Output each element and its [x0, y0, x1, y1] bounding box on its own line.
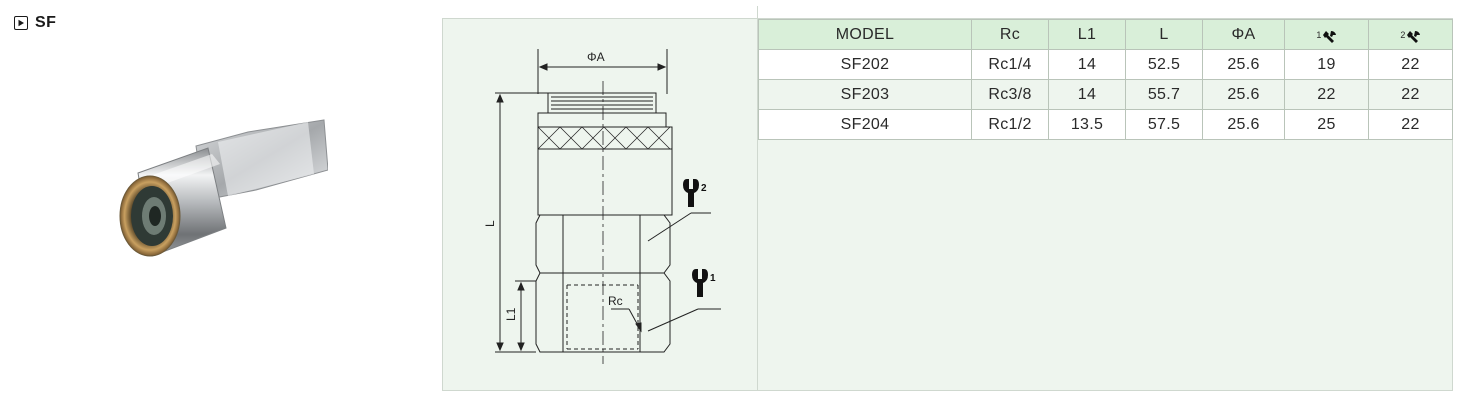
play-square-icon [14, 16, 28, 30]
table-header-row: MODEL Rc L1 L ΦA 1 2 [758, 19, 1453, 50]
cell-wrench-2: 22 [1368, 49, 1453, 80]
cell-phi-a: 25.6 [1202, 109, 1285, 140]
cell-wrench-1: 19 [1284, 49, 1369, 80]
cell-l1: 14 [1048, 49, 1126, 80]
dim-rc-label: Rc [608, 294, 623, 308]
header-wrench-1: 1 [1284, 19, 1369, 50]
table-row: SF203 Rc3/8 14 55.7 25.6 22 22 [758, 79, 1453, 110]
wrench-icon [1406, 31, 1420, 43]
header-l1: L1 [1048, 19, 1126, 50]
cell-rc: Rc1/2 [971, 109, 1049, 140]
cell-wrench-2: 22 [1368, 109, 1453, 140]
cell-l1: 13.5 [1048, 109, 1126, 140]
dim-l-label: L [483, 220, 497, 227]
cell-rc: Rc3/8 [971, 79, 1049, 110]
header-rc: Rc [971, 19, 1049, 50]
table-row: SF202 Rc1/4 14 52.5 25.6 19 22 [758, 49, 1453, 80]
dim-phi-a-label: ΦA [587, 50, 605, 64]
dim-l1-label: L1 [504, 307, 518, 321]
product-code: SF [35, 14, 57, 31]
header-l: L [1125, 19, 1203, 50]
cell-model: SF203 [758, 79, 972, 110]
wrench-2-index: 2 [701, 183, 707, 194]
product-photo [119, 119, 328, 257]
table-row: SF204 Rc1/2 13.5 57.5 25.6 25 22 [758, 109, 1453, 140]
cell-l: 52.5 [1125, 49, 1203, 80]
wrench-1-index: 1 [710, 273, 716, 284]
cell-l: 55.7 [1125, 79, 1203, 110]
cell-rc: Rc1/4 [971, 49, 1049, 80]
wrench-icon [1322, 31, 1336, 43]
header-model: MODEL [758, 19, 972, 50]
header-wrench-2-index: 2 [1400, 30, 1406, 40]
cell-wrench-1: 25 [1284, 109, 1369, 140]
cell-model: SF202 [758, 49, 972, 80]
cell-model: SF204 [758, 109, 972, 140]
cell-l1: 14 [1048, 79, 1126, 110]
cell-phi-a: 25.6 [1202, 49, 1285, 80]
cell-wrench-2: 22 [1368, 79, 1453, 110]
spec-table: MODEL Rc L1 L ΦA 1 2 [758, 19, 1453, 140]
header-wrench-2: 2 [1368, 19, 1453, 50]
panel-divider [757, 6, 758, 391]
header-phi-a: ΦA [1202, 19, 1285, 50]
technical-drawing: 2 1 ΦA L L1 Rc [483, 49, 721, 364]
header-wrench-1-index: 1 [1316, 30, 1322, 40]
cell-l: 57.5 [1125, 109, 1203, 140]
section-title: SF [14, 14, 56, 32]
cell-wrench-1: 22 [1284, 79, 1369, 110]
cell-phi-a: 25.6 [1202, 79, 1285, 110]
